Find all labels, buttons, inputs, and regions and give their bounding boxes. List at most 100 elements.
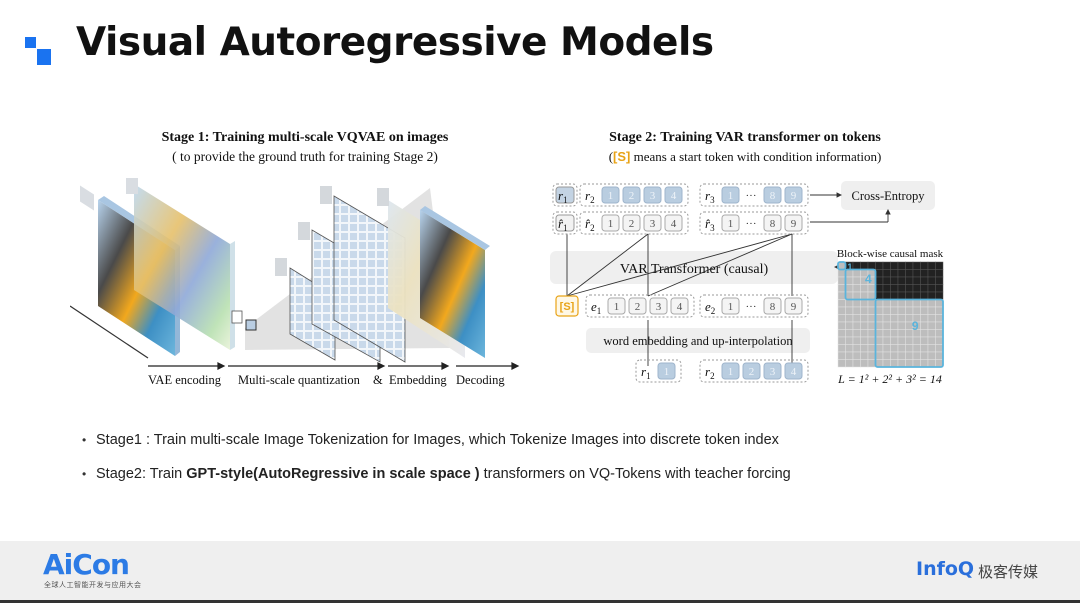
- mask-block-label: 1: [847, 262, 852, 272]
- token-index: 3: [650, 190, 656, 202]
- mask-cell: [927, 306, 936, 315]
- mask-cell: [890, 314, 899, 323]
- mask-cell: [897, 336, 906, 345]
- mask-cell: [897, 284, 906, 293]
- mask-cell: [837, 291, 846, 300]
- mask-cell: [837, 314, 846, 323]
- mask-block-outline: [844, 268, 877, 301]
- mask-cell: [875, 321, 884, 330]
- connector-lines: [566, 192, 891, 366]
- mask-cell: [860, 344, 869, 353]
- token-cell: [742, 362, 761, 380]
- mask-cell: [852, 336, 861, 345]
- token-index: 1: [728, 218, 734, 230]
- mask-cell: [852, 314, 861, 323]
- mask-cell: [867, 329, 876, 338]
- mask-cell: [837, 351, 846, 360]
- token-index: 8: [770, 190, 776, 202]
- mask-cell: [905, 291, 914, 300]
- mask-cell: [920, 359, 929, 368]
- mask-cell: [860, 351, 869, 360]
- mask-cell: [882, 359, 891, 368]
- mask-cell: [905, 336, 914, 345]
- mask-cell: [867, 344, 876, 353]
- stage1-base-line: [70, 305, 149, 359]
- mask-cell: [890, 351, 899, 360]
- mask-cell: [875, 284, 884, 293]
- mask-cell: [845, 321, 854, 330]
- mask-block-label: 9: [912, 319, 919, 333]
- token-cell: [657, 362, 676, 380]
- mask-cell: [935, 306, 944, 315]
- mask-cell: [882, 299, 891, 308]
- mask-cell: [935, 321, 944, 330]
- mask-cell: [912, 299, 921, 308]
- token-cell: [601, 214, 620, 232]
- token-index: 4: [671, 190, 677, 202]
- token-cell: [628, 297, 647, 315]
- mask-cell: [935, 336, 944, 345]
- mask-cell: [852, 299, 861, 308]
- mask-cell: [882, 314, 891, 323]
- footer-bar: [0, 541, 1080, 600]
- token-index: 1: [728, 301, 734, 313]
- token-group-label: r1: [641, 364, 651, 381]
- arrow-label-ampersand: &: [373, 373, 383, 387]
- mask-cell: [860, 299, 869, 308]
- mask-cell: [927, 344, 936, 353]
- stage2-diagram: VAR Transformer (causal) word embedding …: [550, 181, 944, 386]
- token-index: 8: [770, 301, 776, 313]
- token-index: 4: [671, 218, 677, 230]
- mask-cell: [927, 269, 936, 278]
- arrow-label-embedding: Embedding: [389, 373, 447, 387]
- mask-cell: [897, 344, 906, 353]
- mask-cell: [852, 291, 861, 300]
- token-index: 9: [791, 190, 797, 202]
- bullet-text: Stage1 : Train multi-scale Image Tokeniz…: [96, 432, 779, 448]
- mask-cell: [882, 261, 891, 270]
- mask-cell: [920, 269, 929, 278]
- stage1-diagram: ··· VAE encoding Multi-scale quantizatio…: [70, 178, 520, 387]
- aicon-logo: AiCon: [43, 548, 130, 581]
- mask-cell: [935, 329, 944, 338]
- mask-cell: [912, 306, 921, 315]
- token-index: 9: [791, 301, 797, 313]
- mask-cell: [905, 299, 914, 308]
- mask-cell: [837, 344, 846, 353]
- mask-cell: [845, 344, 854, 353]
- mask-cell: [920, 276, 929, 285]
- mask-cell: [837, 329, 846, 338]
- mask-cell: [905, 269, 914, 278]
- var-transformer-box: [550, 251, 838, 284]
- token-cell: [763, 297, 782, 315]
- token-index: 1: [728, 366, 734, 378]
- arrow-label-quantization: Multi-scale quantization: [238, 373, 361, 387]
- mask-cell: [845, 329, 854, 338]
- token-cell: [643, 214, 662, 232]
- mask-cell: [927, 261, 936, 270]
- token-index: 2: [749, 366, 755, 378]
- token-cell: [763, 186, 782, 204]
- output-image-plane: [420, 206, 490, 358]
- mask-cell: [905, 351, 914, 360]
- mask-cell: [920, 284, 929, 293]
- mask-cell: [890, 269, 899, 278]
- token-ellipsis: ···: [746, 190, 757, 202]
- mask-cell: [845, 314, 854, 323]
- token-cell: [784, 362, 803, 380]
- token-index: 2: [629, 218, 635, 230]
- mask-cell: [890, 329, 899, 338]
- mask-cell: [852, 359, 861, 368]
- token-cell: [721, 186, 740, 204]
- arrow-label-decoding: Decoding: [456, 373, 505, 387]
- mask-cell: [882, 344, 891, 353]
- start-token-inline: [S]: [613, 149, 631, 164]
- mask-cell: [920, 314, 929, 323]
- mask-cell: [905, 306, 914, 315]
- mask-cell: [927, 351, 936, 360]
- mask-cell: [867, 351, 876, 360]
- token-cell: [664, 214, 683, 232]
- mask-cell: [912, 269, 921, 278]
